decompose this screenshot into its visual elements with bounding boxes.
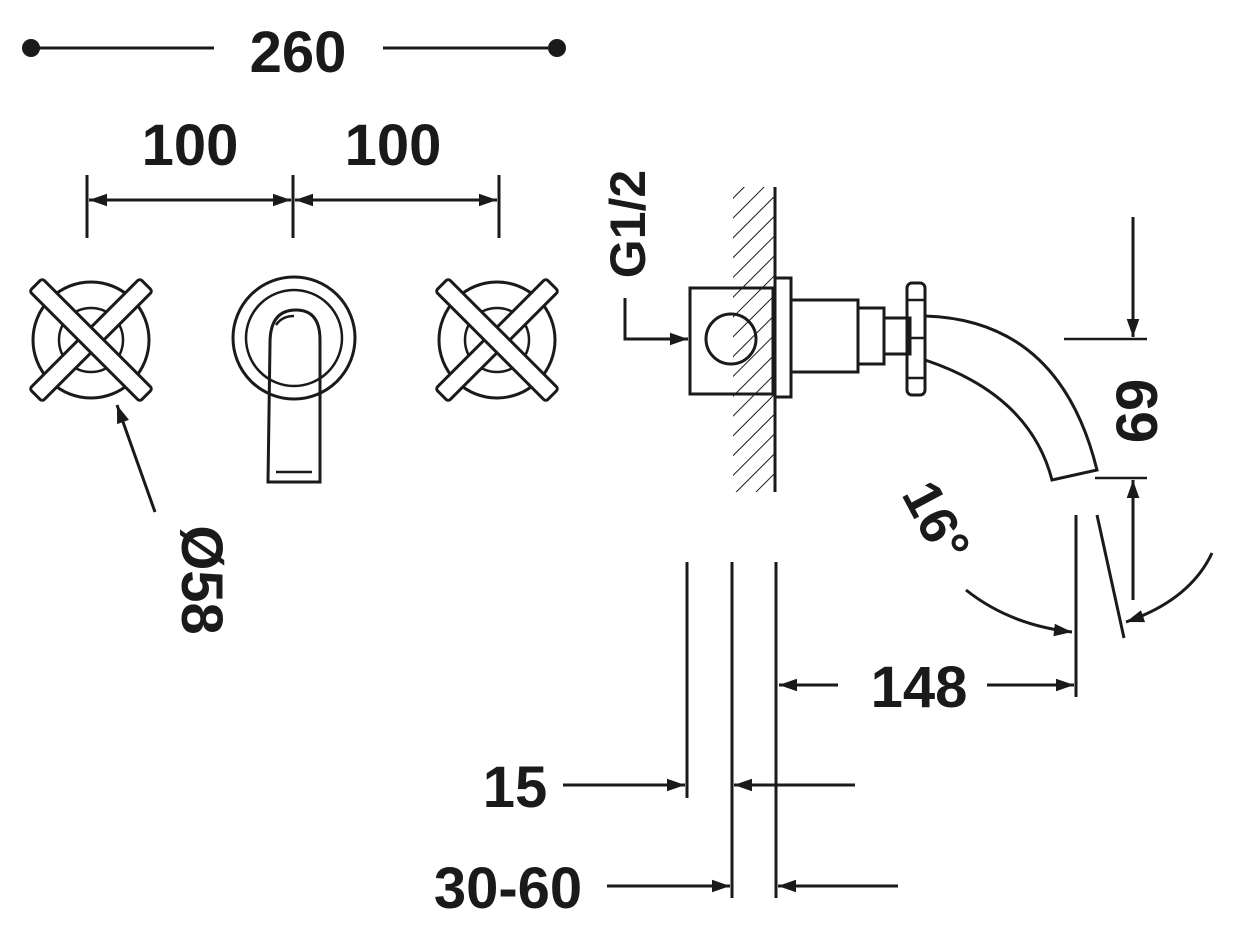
handle-diameter-dimension: Ø58 [115, 404, 234, 635]
wall-range-dimension: 30-60 [434, 856, 898, 921]
left-cross-handle [29, 278, 153, 402]
side-view [688, 187, 1099, 492]
right-cross-handle [435, 278, 559, 402]
wall-section [733, 187, 775, 492]
wall-range-label: 30-60 [434, 856, 582, 921]
spacing-right-label: 100 [345, 113, 442, 178]
spout-angle-label: 16° [890, 471, 981, 571]
spout-height-label: 69 [1105, 379, 1170, 444]
wall-reference-lines [685, 562, 778, 898]
plate-dimension: 15 [483, 755, 855, 820]
handle-diameter-label: Ø58 [169, 525, 234, 635]
projection-label: 148 [871, 655, 968, 720]
handle-spacing-dimension: 100 100 [85, 113, 501, 238]
connection-label: G1/2 [600, 170, 656, 278]
overall-width-label: 260 [250, 20, 347, 85]
front-spout [231, 275, 357, 484]
side-spout [923, 314, 1099, 482]
spacing-left-label: 100 [142, 113, 239, 178]
dimension-endpoint-right [548, 39, 566, 57]
projection-dimension: 148 [779, 655, 1074, 720]
spout-height-dimension: 69 [1064, 217, 1170, 600]
plate-label: 15 [483, 755, 548, 820]
overall-width-dimension: 260 [22, 20, 566, 85]
connection-dimension: G1/2 [600, 170, 688, 346]
